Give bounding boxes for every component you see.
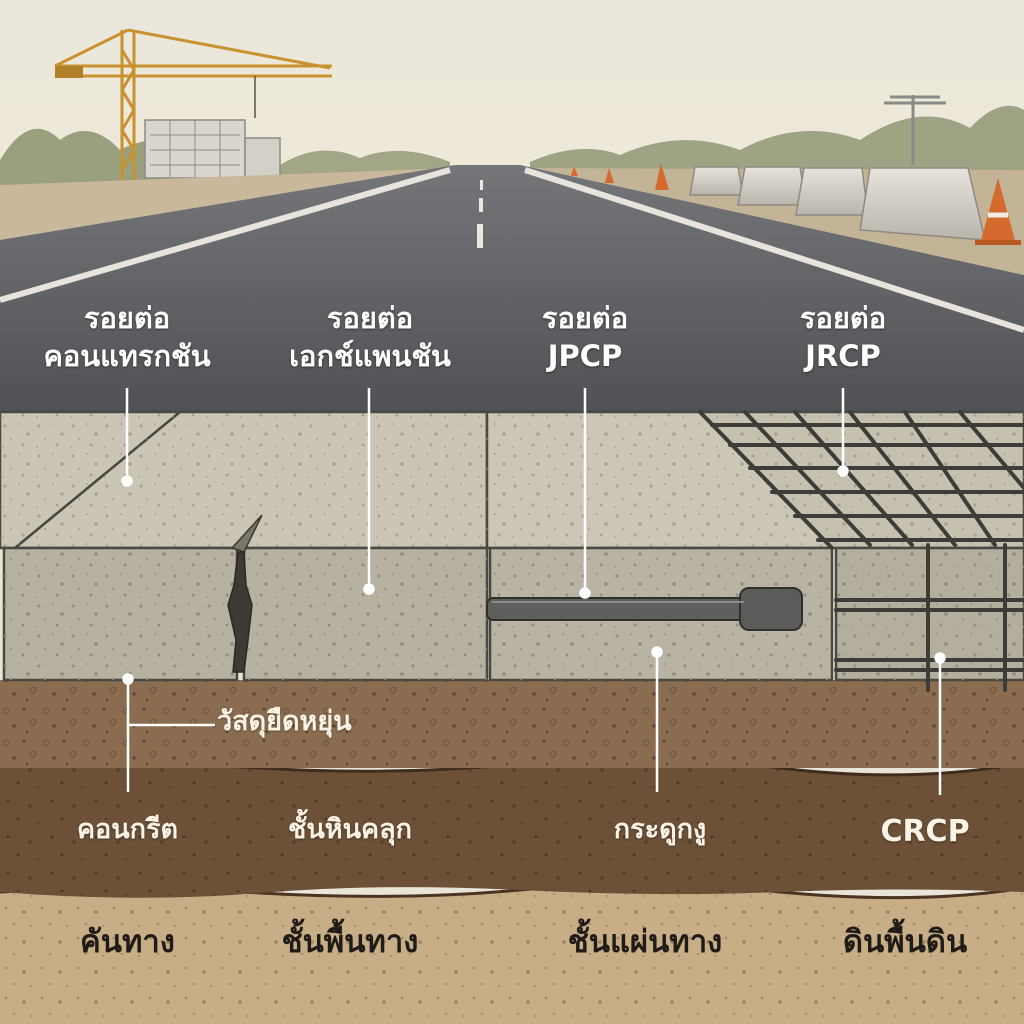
joint-sealant <box>227 514 263 673</box>
jrcp-joint-label-line1: รอยต่อ <box>799 301 887 335</box>
dowel-bar <box>486 587 803 631</box>
slab-layer-label: ชั้นแผ่นทาง <box>567 924 723 960</box>
jpcp-joint-label-line1: รอยต่อ <box>541 301 629 335</box>
dowel-bar-label: กระดูกงู <box>613 814 707 845</box>
leader-lines <box>121 388 946 795</box>
embankment-label: คันทาง <box>80 924 175 960</box>
road-center-dashes <box>477 180 483 248</box>
road-edge-line-left <box>0 167 451 303</box>
jpcp-joint-label-line2: JPCP <box>547 338 623 373</box>
concrete-label: คอนกรีต <box>76 814 179 845</box>
crane-icon <box>54 28 332 180</box>
expansion-joint-label-line1: รอยต่อ <box>326 301 414 335</box>
subbase-label: ชั้นพื้นทาง <box>281 924 419 960</box>
crcp-label: CRCP <box>880 814 970 849</box>
base-course-label: ชั้นหินคลุก <box>288 814 412 845</box>
expansion-joint-label-line2: เอกช์แพนชัน <box>289 338 451 373</box>
concrete-barriers <box>689 166 986 241</box>
jrcp-joint-label-line2: JRCP <box>805 338 881 373</box>
reinforcement-mesh <box>698 410 1024 692</box>
jpcp-joint-label: รอยต่อ JPCP <box>495 300 675 375</box>
jrcp-joint-label: รอยต่อ JRCP <box>753 300 933 375</box>
road-edge-line-right <box>524 167 1024 333</box>
joint-filler-label: วัสดุยืดหยุ่น <box>217 706 352 737</box>
contraction-joint-label-line2: คอนแทรกชัน <box>43 338 211 373</box>
utility-pole <box>884 95 946 165</box>
expansion-joint-label: รอยต่อ เอกช์แพนชัน <box>250 300 490 375</box>
contraction-joint-label-line1: รอยต่อ <box>83 301 171 335</box>
traffic-cone-icon <box>571 163 1021 245</box>
subgrade-label: ดินพื้นดิน <box>842 924 968 960</box>
contraction-joint-label: รอยต่อ คอนแทรกชัน <box>10 300 244 375</box>
building <box>144 119 281 179</box>
